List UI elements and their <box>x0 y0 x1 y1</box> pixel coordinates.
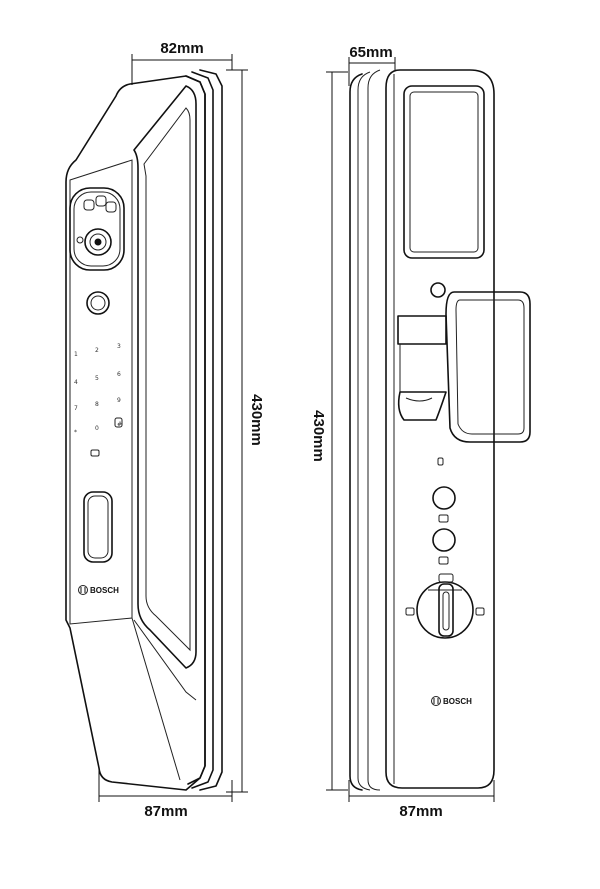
keypad-key: 6 <box>117 371 121 378</box>
back-height-dimension: 430mm <box>310 71 348 791</box>
keypad-key: 7 <box>74 405 78 412</box>
thumb-turn-bar <box>438 583 454 637</box>
front-brand-text: BOSCH <box>90 586 119 595</box>
back-indicator-icon <box>437 457 444 466</box>
keypad-key: 9 <box>117 397 121 404</box>
front-bottom-width-label: 87mm <box>144 803 187 820</box>
back-edge-mid <box>357 71 371 791</box>
keypad-key: 1 <box>74 351 78 358</box>
keypad-key: 8 <box>95 401 99 408</box>
keypad-key: 3 <box>117 343 121 350</box>
back-brand-text: BOSCH <box>443 697 472 706</box>
front-view: 82mm 430mm 87mm <box>65 40 265 820</box>
pull-handle-inner <box>143 107 191 652</box>
back-panel-outline <box>385 69 495 789</box>
back-brand-logo: BOSCH <box>431 696 472 706</box>
back-button-lower-icon <box>432 528 456 552</box>
back-edge-inner <box>367 69 381 791</box>
camera-sensor-1-icon <box>83 199 95 211</box>
front-edge-outer <box>199 69 223 791</box>
keypad: 1 2 3 4 5 6 7 8 9 * 0 # <box>74 343 123 436</box>
front-height-dimension: 430mm <box>226 69 265 793</box>
front-bottom-dimension: 87mm <box>98 770 233 820</box>
lock-key-icon <box>114 417 123 428</box>
front-indicator-icon <box>90 449 100 457</box>
back-view: 65mm 430mm 87mm <box>310 44 531 820</box>
back-bottom-width-label: 87mm <box>399 803 442 820</box>
front-edge-mid <box>191 71 214 789</box>
back-sensor-icon <box>430 282 446 298</box>
keypad-key: * <box>74 429 77 436</box>
lever-grip <box>445 291 531 443</box>
camera-sensor-2-icon <box>95 195 107 207</box>
keypad-key: 5 <box>95 375 99 382</box>
handle-lower-edge <box>133 619 197 701</box>
card-slot <box>83 491 113 563</box>
lever-handle <box>397 291 531 443</box>
pull-handle-outer <box>133 85 197 669</box>
keypad-key: # <box>117 421 122 428</box>
back-height-label: 430mm <box>310 410 327 462</box>
front-round-button-icon <box>86 291 110 315</box>
back-top-width-label: 65mm <box>349 44 392 61</box>
display-screen <box>403 85 485 259</box>
camera-module <box>69 187 125 271</box>
back-bottom-dimension: 87mm <box>348 780 495 820</box>
thumb-turn-knob <box>405 573 485 639</box>
keypad-key: 2 <box>95 347 99 354</box>
lock-indicator-right-icon <box>475 607 485 616</box>
front-top-width-label: 82mm <box>160 40 203 57</box>
handle-base-edge <box>131 617 181 781</box>
lock-indicator-left-icon <box>405 607 415 616</box>
front-top-dimension: 82mm <box>131 40 233 85</box>
back-button-upper-icon <box>432 486 456 510</box>
back-edge-outer <box>349 73 363 791</box>
keypad-key: 0 <box>95 425 99 432</box>
camera-lens-icon <box>84 228 112 256</box>
front-height-label: 430mm <box>248 394 265 446</box>
camera-sensor-3-icon <box>105 201 117 213</box>
back-top-dimension: 65mm <box>348 44 396 86</box>
front-panel-outline <box>65 75 206 791</box>
front-brand-logo: BOSCH <box>78 585 119 595</box>
keypad-key: 4 <box>74 379 78 386</box>
